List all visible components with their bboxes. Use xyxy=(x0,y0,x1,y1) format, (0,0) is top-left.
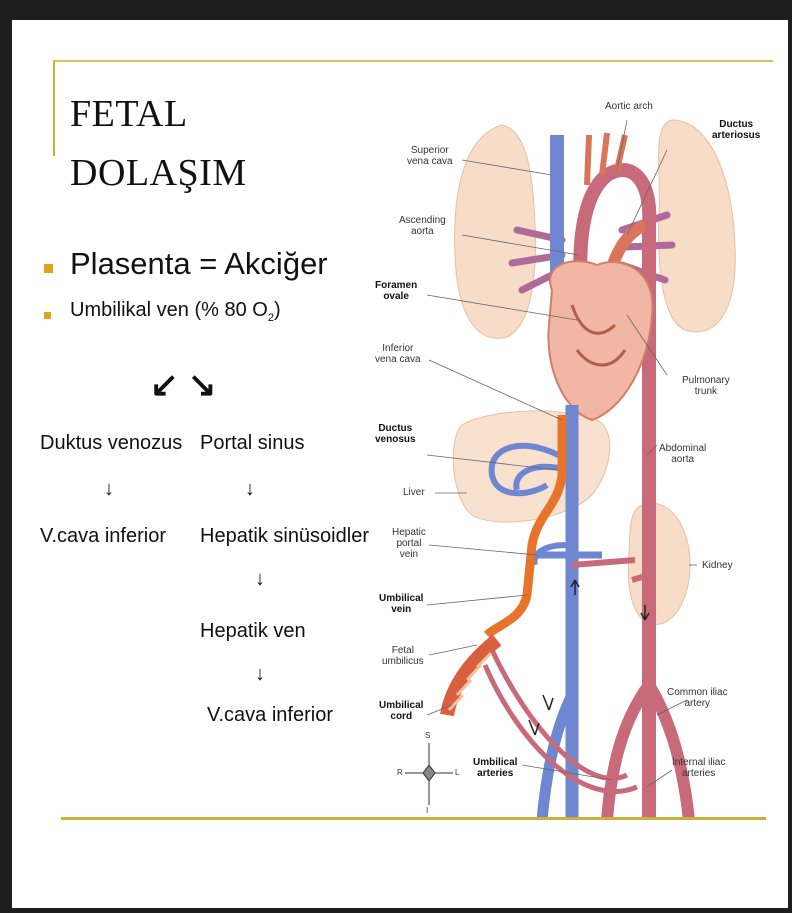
label-ductus-arteriosus: Ductus arteriosus xyxy=(712,119,760,141)
label-umbilical-vein: Umbilical vein xyxy=(379,593,423,615)
top-rule xyxy=(53,60,773,62)
label-liver: Liver xyxy=(403,487,425,498)
label-aortic-arch: Aortic arch xyxy=(605,101,653,112)
flow-portal-sinus: Portal sinus xyxy=(200,432,305,455)
compass-s: S xyxy=(425,730,430,741)
kidney xyxy=(628,503,690,624)
label-inferior-vena-cava: Inferior vena cava xyxy=(375,343,421,365)
flow-vcava-inferior-right: V.cava inferior xyxy=(207,704,333,727)
bullet-plasenta: Plasenta = Akciğer xyxy=(70,246,328,282)
label-ductus-venosus: Ductus venosus xyxy=(375,423,416,445)
label-hepatic-portal-vein: Hepatic portal vein xyxy=(392,527,426,560)
bullet-marker xyxy=(44,312,51,319)
left-lung xyxy=(659,120,736,332)
label-umbilical-arteries: Umbilical arteries xyxy=(473,757,517,779)
bullet-umbilikal-text: Umbilikal ven (% 80 O xyxy=(70,299,268,321)
bottom-rule xyxy=(61,817,766,820)
heart xyxy=(548,261,652,420)
bullet-marker xyxy=(44,264,53,273)
compass xyxy=(405,743,453,805)
flow-vcava-inferior-left: V.cava inferior xyxy=(40,525,166,548)
label-abdominal-aorta: Abdominal aorta xyxy=(659,443,706,465)
flow-duktus-venozus: Duktus venozus xyxy=(40,432,182,455)
branch-arrows: ↙ ↘ xyxy=(150,365,216,405)
label-umbilical-cord: Umbilical cord xyxy=(379,700,423,722)
compass-i: I xyxy=(426,805,428,816)
flow-hepatik-sinusoidler: Hepatik sinüsoidler xyxy=(200,525,369,548)
label-foramen-ovale: Foramen ovale xyxy=(375,280,417,302)
down-arrow: ↓ xyxy=(255,568,265,591)
bullet-umbilikal-end: ) xyxy=(274,299,281,321)
bullet-umbilikal: Umbilikal ven (% 80 O2) xyxy=(70,299,281,324)
down-arrow: ↓ xyxy=(104,478,114,501)
label-kidney: Kidney xyxy=(702,560,733,571)
fetal-circulation-diagram: Aortic arch Ductus arteriosus Superior v… xyxy=(367,75,787,820)
title-accent-rule xyxy=(53,60,55,156)
down-arrow: ↓ xyxy=(255,663,265,686)
label-pulmonary-trunk: Pulmonary trunk xyxy=(682,375,730,397)
label-common-iliac-artery: Common iliac artery xyxy=(667,687,728,709)
title-line-2: DOLAŞIM xyxy=(70,151,247,195)
label-fetal-umbilicus: Fetal umbilicus xyxy=(382,645,424,667)
compass-l: L xyxy=(455,767,459,778)
label-ascending-aorta: Ascending aorta xyxy=(399,215,446,237)
down-arrow: ↓ xyxy=(245,478,255,501)
flow-hepatik-ven: Hepatik ven xyxy=(200,620,306,643)
title-line-1: FETAL xyxy=(70,92,188,136)
label-internal-iliac-arteries: Internal iliac arteries xyxy=(672,757,725,779)
compass-r: R xyxy=(397,767,403,778)
label-superior-vena-cava: Superior vena cava xyxy=(407,145,453,167)
slide: FETAL DOLAŞIM Plasenta = Akciğer Umbilik… xyxy=(12,20,788,908)
